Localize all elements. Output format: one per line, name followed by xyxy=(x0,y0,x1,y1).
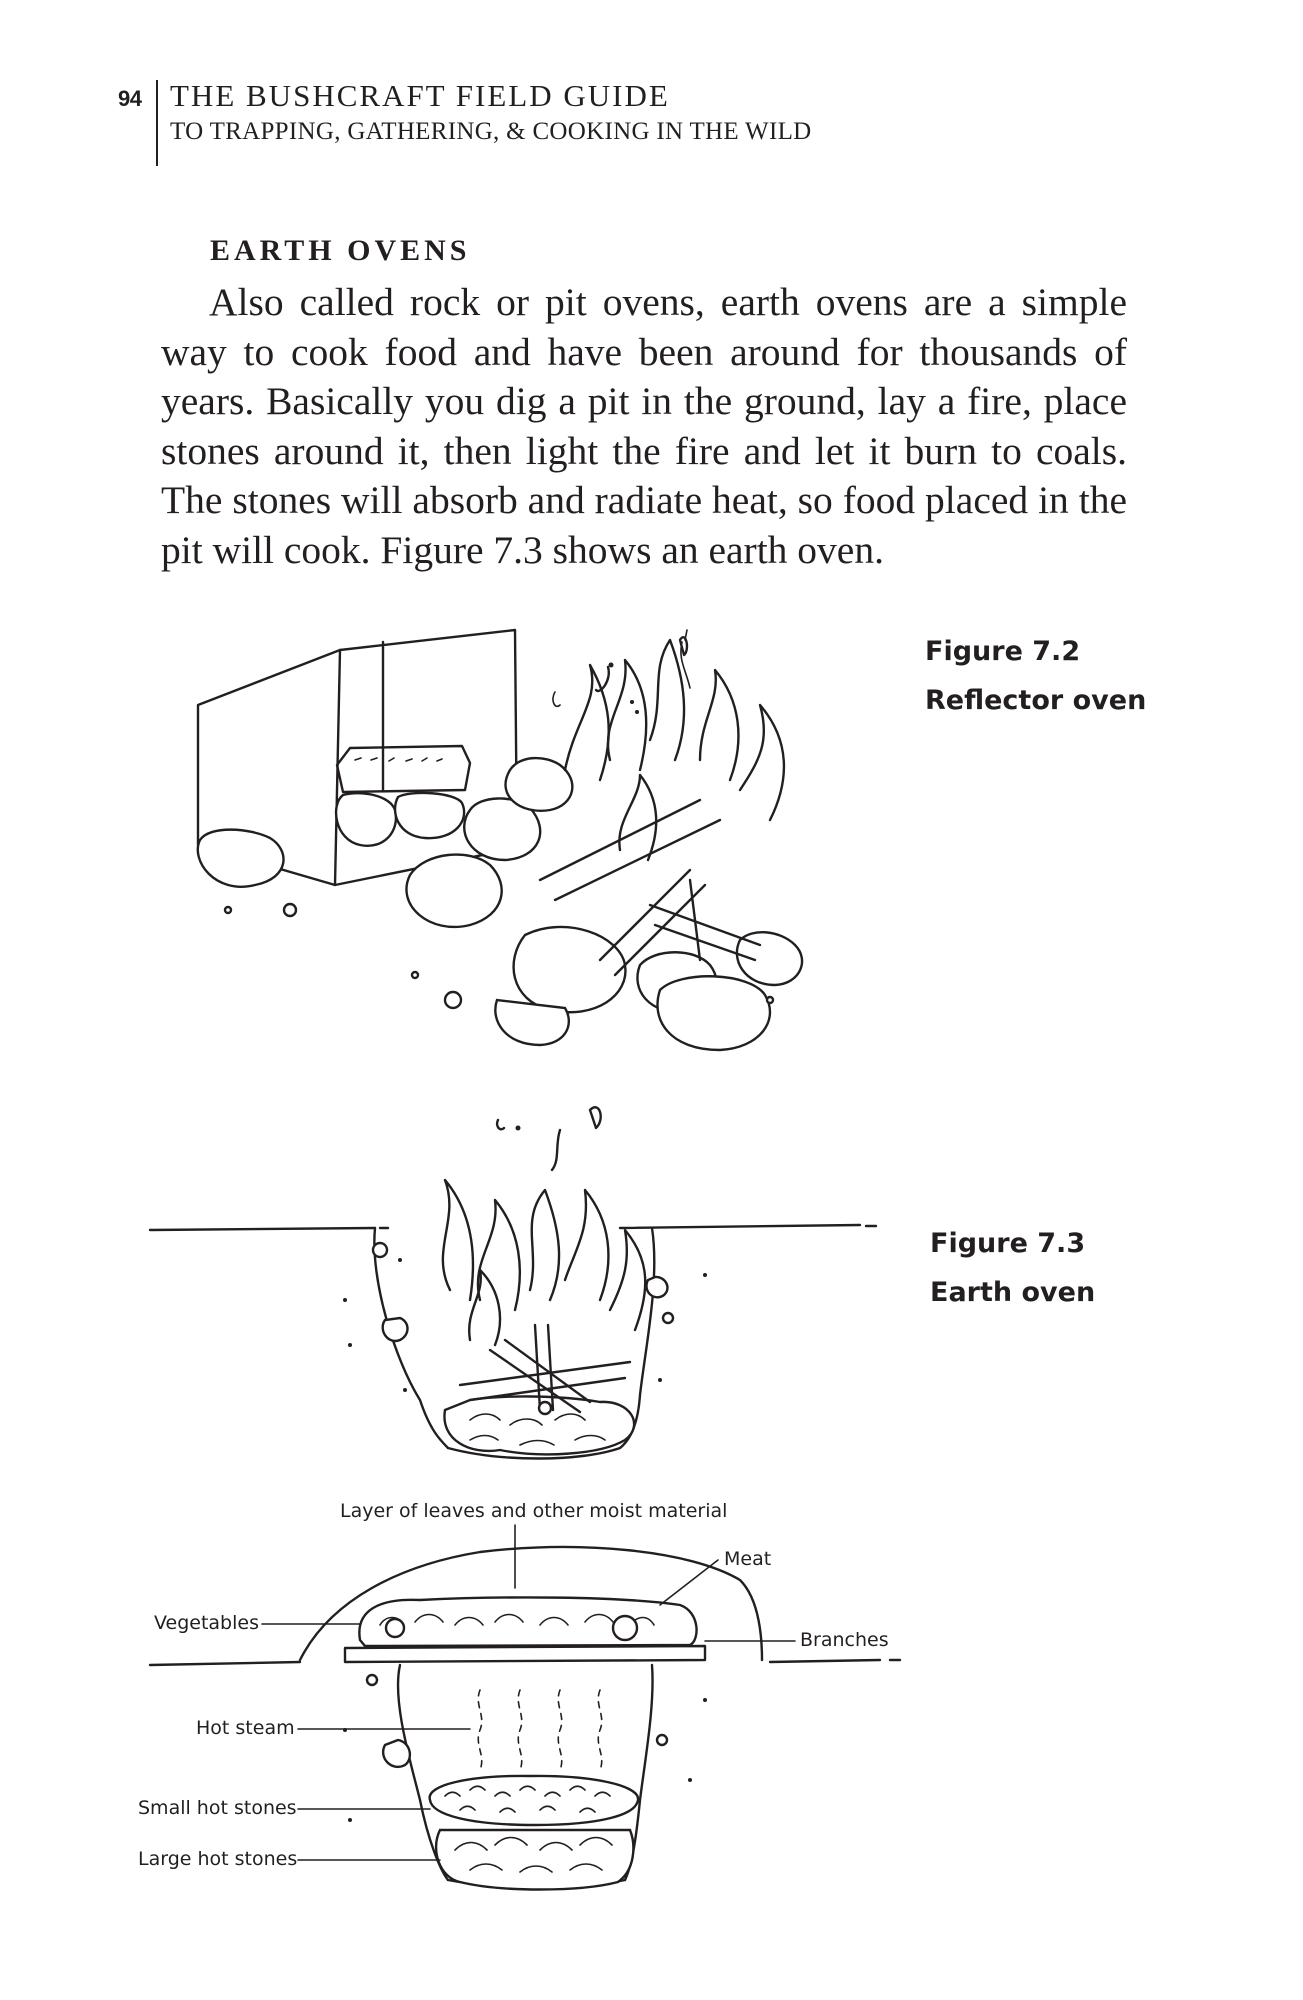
label-hot-steam: Hot steam xyxy=(196,1717,295,1739)
label-vegetables: Vegetables xyxy=(154,1612,259,1634)
flame xyxy=(469,1270,500,1345)
section-heading: EARTH OVENS xyxy=(210,234,471,267)
figure-7-2-caption: Figure 7.2 Reflector oven xyxy=(925,627,1146,725)
flame xyxy=(650,640,684,760)
reflector-oven-illustration xyxy=(198,630,802,1050)
flame xyxy=(478,1200,520,1310)
pit-bottom xyxy=(448,1448,620,1459)
pan-contents xyxy=(355,758,442,761)
book-title: THE BUSHCRAFT FIELD GUIDE xyxy=(170,78,670,113)
outer-stone xyxy=(198,830,284,887)
leader-meat xyxy=(660,1560,718,1605)
branches-layer xyxy=(345,1646,705,1662)
fire-stone xyxy=(658,976,770,1050)
figure-7-3-caption: Figure 7.3 Earth oven xyxy=(930,1219,1095,1317)
fire-stone xyxy=(464,798,540,860)
mound-outline xyxy=(300,1547,762,1660)
page-number: 94 xyxy=(118,86,142,111)
pan-stone-left xyxy=(336,793,396,846)
flame xyxy=(740,705,784,820)
label-meat: Meat xyxy=(724,1548,772,1570)
label-layer: Layer of leaves and other moist material xyxy=(340,1500,728,1522)
flame xyxy=(619,775,656,860)
label-large-hot-stones: Large hot stones xyxy=(138,1848,298,1870)
flame xyxy=(565,1190,608,1300)
earth-oven-illustration xyxy=(150,1107,876,1458)
label-small-hot-stones: Small hot stones xyxy=(138,1797,297,1819)
body-paragraph: Also called rock or pit ovens, earth ove… xyxy=(161,280,1127,572)
hot-steam xyxy=(478,1690,601,1770)
flame xyxy=(443,1180,473,1300)
flame xyxy=(565,665,609,780)
reflector-inner-edge xyxy=(335,642,383,885)
book-subtitle: TO TRAPPING, GATHERING, & COOKING IN THE… xyxy=(170,118,812,145)
baking-pan xyxy=(337,746,470,792)
header-rule xyxy=(156,80,158,166)
fire-stone xyxy=(514,927,626,1012)
figure-7-3-number: Figure 7.3 xyxy=(930,1228,1086,1259)
flame xyxy=(700,670,738,780)
figure-7-3-title: Earth oven xyxy=(930,1277,1096,1308)
flame xyxy=(608,660,646,770)
fire-stone xyxy=(737,932,802,985)
pit-logs xyxy=(460,1325,630,1412)
figure-7-2-title: Reflector oven xyxy=(925,685,1147,716)
figure-7-2-number: Figure 7.2 xyxy=(925,636,1081,667)
fire-stone xyxy=(506,758,573,811)
flame xyxy=(610,1230,645,1330)
pit-wall-left xyxy=(374,1228,448,1448)
flame xyxy=(530,1190,559,1300)
pan-stone-right xyxy=(395,793,464,838)
ground-line xyxy=(150,1660,900,1665)
label-branches: Branches xyxy=(800,1629,889,1651)
fire-stone xyxy=(495,1000,569,1045)
fire-stone xyxy=(406,855,501,927)
large-hot-stones xyxy=(436,1830,633,1890)
small-hot-stones xyxy=(430,1776,638,1825)
ground-line xyxy=(150,1225,876,1230)
earth-oven-cross-section xyxy=(150,1525,900,1890)
food-layer xyxy=(359,1597,696,1646)
pit-stones xyxy=(444,1396,634,1454)
